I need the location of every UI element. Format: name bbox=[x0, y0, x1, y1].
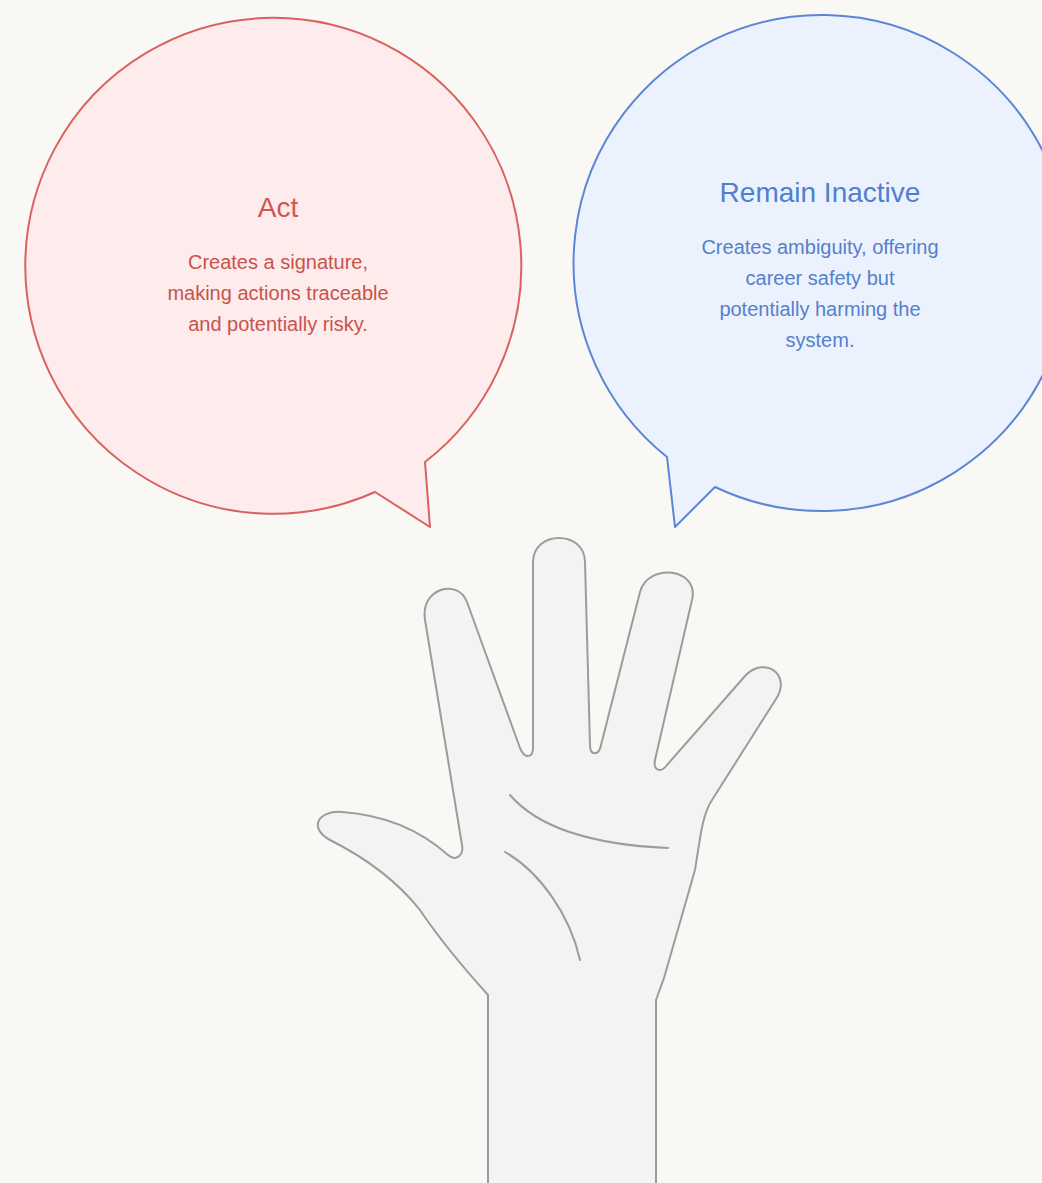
bubble-shape bbox=[25, 18, 521, 527]
bubble-body: Creates ambiguity, offering career safet… bbox=[700, 232, 940, 356]
bubble-outline bbox=[570, 12, 1042, 512]
bubble-shape bbox=[574, 15, 1042, 527]
bubble-heading: Remain Inactive bbox=[570, 176, 1042, 210]
palm-line bbox=[505, 852, 580, 960]
bubble-heading: Act bbox=[28, 191, 528, 225]
hand-outline bbox=[318, 538, 781, 1183]
palm-line bbox=[510, 795, 668, 848]
speech-bubble: Remain InactiveCreates ambiguity, offeri… bbox=[570, 12, 1042, 512]
speech-bubble: ActCreates a signature, making actions t… bbox=[28, 15, 528, 515]
bubble-body: Creates a signature, making actions trac… bbox=[158, 247, 398, 340]
